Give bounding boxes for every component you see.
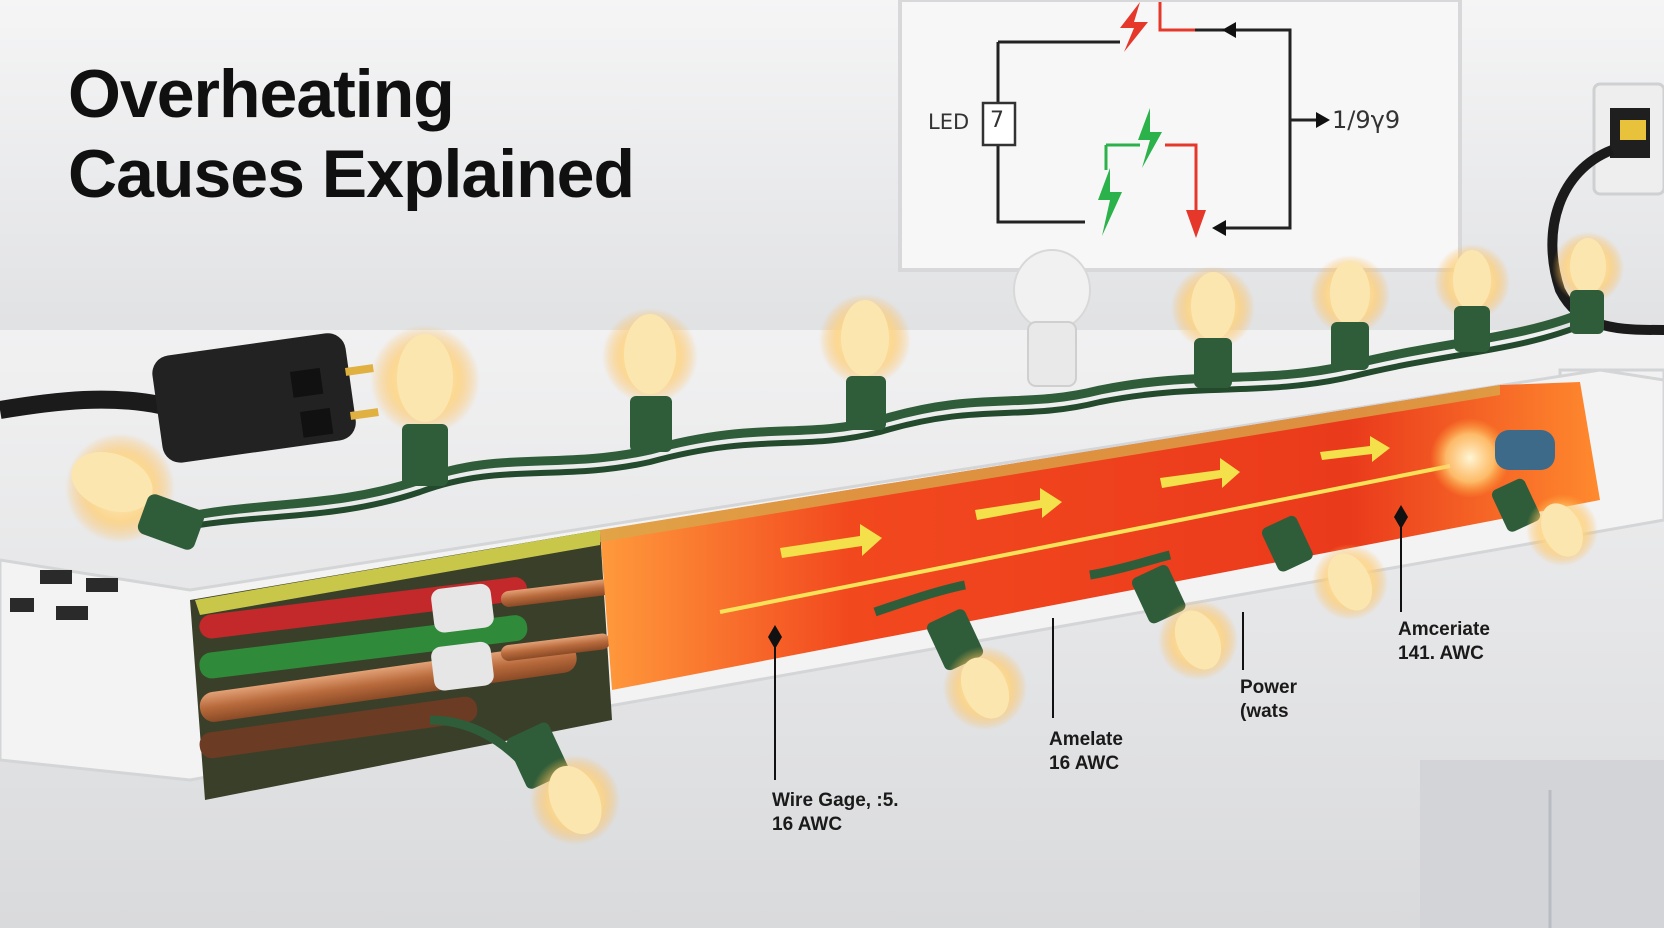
callout-leaders	[774, 514, 1402, 780]
bulb-icon	[1434, 244, 1510, 352]
socket-slot	[40, 570, 72, 584]
bulb-icon	[65, 433, 205, 550]
lightning-green-icon	[1138, 108, 1162, 168]
title-line-2: Causes Explained	[68, 136, 635, 212]
socket-slot	[86, 578, 118, 592]
callout-wire-gauge: Wire Gage, :5. 16 AWC	[772, 790, 899, 835]
callout-marker-icon	[1394, 505, 1408, 529]
plug-prong	[345, 364, 374, 376]
socket-slot	[10, 598, 34, 612]
cabinet	[1420, 760, 1664, 928]
arrow-down-red-icon	[1186, 210, 1206, 238]
bulb-icon	[1013, 249, 1091, 387]
bulb-icon	[1089, 550, 1238, 680]
page-title: Overheating Causes Explained	[68, 54, 635, 214]
schematic-led-label: LED	[928, 110, 970, 134]
callout-amelate: Amelate 16 AWC	[1049, 729, 1123, 774]
bulb-icon	[1491, 478, 1598, 566]
plug-prong	[350, 408, 379, 420]
bulbs-lower	[429, 478, 1598, 845]
coil-connector	[1495, 430, 1555, 470]
flow-arrow-icon	[1320, 436, 1390, 462]
circuit-schematic	[996, 28, 1320, 230]
bulb-icon	[1261, 515, 1388, 620]
callout-power: Power (wats	[1240, 677, 1298, 722]
bulbs-upper	[65, 232, 1624, 550]
arrow-head-icon	[1316, 112, 1330, 128]
bulb-icon	[1171, 266, 1255, 388]
bulb-icon	[370, 325, 480, 486]
bulb-icon	[1552, 232, 1624, 334]
schematic-output-value: 1/9γ9	[1332, 106, 1401, 134]
lightning-green-icon	[1098, 168, 1122, 236]
bulb-icon	[819, 294, 911, 430]
component-box	[981, 101, 1017, 147]
bulb-icon	[429, 715, 620, 845]
flow-arrow-icon	[975, 488, 1062, 520]
bulb-icon	[1310, 255, 1390, 370]
bulb-icon	[873, 580, 1027, 730]
lightning-red-icon	[1120, 2, 1148, 52]
whiteboard	[898, 0, 1462, 272]
callout-marker-icon	[768, 625, 782, 649]
arrow-head-icon	[1222, 22, 1236, 38]
flow-arrows	[780, 436, 1390, 558]
bulb-icon	[602, 308, 698, 452]
schematic-box-value: 7	[990, 108, 1004, 133]
wire-brown	[199, 696, 478, 759]
current-line	[719, 464, 1451, 614]
arrow-head-icon	[1212, 220, 1226, 236]
flow-arrow-icon	[1160, 458, 1240, 488]
socket-slot	[56, 606, 88, 620]
callout-amceriate: Amceriate 141. AWC	[1398, 619, 1490, 664]
title-line-1: Overheating	[68, 56, 455, 132]
flow-arrow-icon	[780, 524, 882, 558]
